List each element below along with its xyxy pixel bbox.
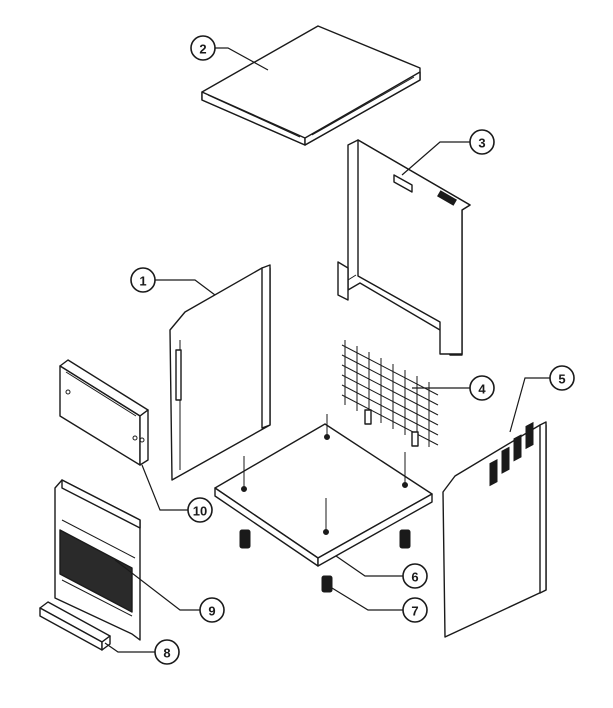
- callout-5: 5: [549, 365, 575, 391]
- callout-3: 3: [469, 129, 495, 155]
- part-2-top-panel: [201, 25, 421, 146]
- svg-text:4: 4: [478, 382, 486, 397]
- part-8-kick-plate: [39, 601, 111, 651]
- svg-text:8: 8: [163, 646, 170, 661]
- svg-text:5: 5: [558, 372, 565, 387]
- callout-1: 1: [130, 267, 156, 293]
- svg-text:10: 10: [193, 504, 207, 519]
- callout-10: 10: [187, 497, 213, 523]
- part-3-rear-panel: [337, 139, 471, 356]
- callout-2: 2: [190, 35, 216, 61]
- part-4-wire-grill: [341, 340, 439, 447]
- svg-text:6: 6: [411, 570, 418, 585]
- svg-text:7: 7: [411, 604, 418, 619]
- part-6-base-plate: [214, 414, 433, 593]
- leader-lines: [104, 47, 550, 653]
- callout-9: 9: [199, 597, 225, 623]
- svg-text:1: 1: [139, 274, 146, 289]
- part-9-front-panel: [54, 479, 141, 641]
- part-5-side-panel: [442, 421, 547, 638]
- callout-4: 4: [469, 375, 495, 401]
- svg-text:2: 2: [199, 42, 206, 57]
- callout-6: 6: [402, 563, 428, 589]
- callout-8: 8: [154, 639, 180, 665]
- part-10-control-panel: [59, 359, 149, 466]
- callout-7: 7: [402, 597, 428, 623]
- svg-text:9: 9: [208, 604, 215, 619]
- part-1-side-panel: [169, 264, 271, 481]
- svg-text:3: 3: [478, 136, 485, 151]
